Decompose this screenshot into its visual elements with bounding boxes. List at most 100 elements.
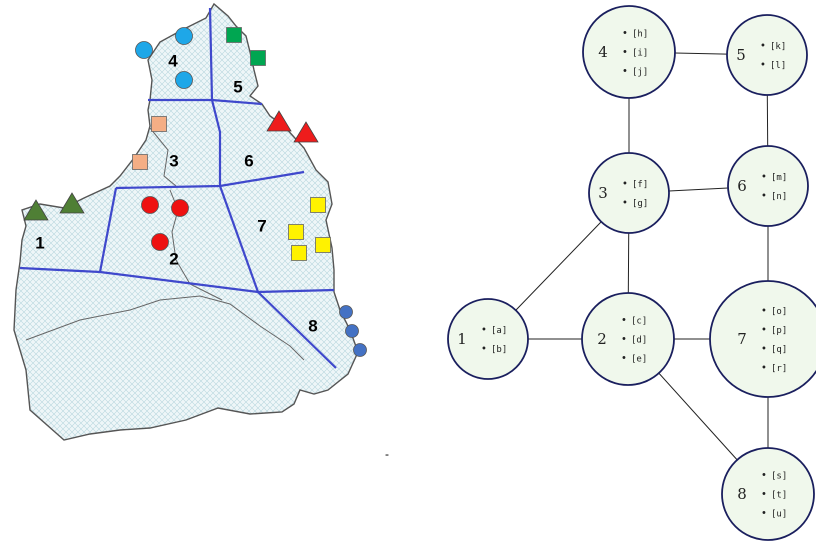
- graph-node-item: [i]: [632, 49, 648, 59]
- edge-4-5: [674, 52, 728, 55]
- region-3-square-marker: [151, 116, 167, 132]
- graph-node-item: [h]: [632, 30, 648, 40]
- graph-node-item: [k]: [770, 42, 786, 52]
- graph-node-3-number: 3: [598, 184, 608, 202]
- region-2-circle-marker: [141, 196, 159, 214]
- graph-node-item-bullet: •: [481, 325, 487, 336]
- graph-node-3: 3 • [f] • [g]: [588, 152, 670, 234]
- region-6-label: 6: [244, 151, 253, 170]
- graph-node-4-circle: [582, 5, 676, 99]
- graph-node-item-bullet: •: [622, 29, 628, 40]
- graph-node-4-number: 4: [598, 43, 608, 61]
- graph-node-4: 4 • [h] • [i] • [j]: [582, 5, 676, 99]
- graph-node-item: [m]: [771, 173, 787, 183]
- region-labels: 1 2 3 4 5 6 7 8: [35, 51, 317, 335]
- region-4-circle-marker: [175, 27, 193, 45]
- region-6-triangle-marker: [266, 110, 292, 132]
- graph-node-7: 7•[o]•[p]•[q]•[r]: [709, 280, 816, 398]
- graph-node-item-bullet: •: [761, 191, 767, 202]
- edge-1-3: [515, 221, 602, 311]
- region-5-square-marker: [250, 50, 266, 66]
- graph-node-item-bullet: •: [481, 344, 487, 355]
- graph-node-3-circle: [588, 152, 670, 234]
- region-7-square-marker: [288, 224, 304, 240]
- graph-node-5-number: 5: [736, 46, 746, 64]
- graph-node-item-bullet: •: [622, 198, 628, 209]
- edge-2-8: [658, 372, 738, 461]
- graph-node-item-bullet: •: [761, 363, 767, 374]
- graph-node-item-bullet: •: [761, 471, 767, 482]
- graph-node-8-circle: [721, 447, 815, 541]
- graph-node-item: [e]: [631, 355, 647, 365]
- graph-edges: [515, 52, 769, 461]
- graph-node-item: [d]: [631, 336, 647, 346]
- graph-node-item: [a]: [491, 326, 507, 336]
- graph-nodes: 1•[a]•[b]2•[c]•[d]•[e]3•[f]•[g]4•[h]•[i]…: [447, 5, 816, 541]
- graph-node-item: [g]: [632, 199, 648, 209]
- graph-node-item-bullet: •: [622, 67, 628, 78]
- graph-node-2-number: 2: [597, 330, 607, 348]
- graph-node-item: [u]: [771, 510, 787, 520]
- region-4-circle-marker: [175, 71, 193, 89]
- graph-node-item-bullet: •: [621, 335, 627, 346]
- graph-node-item-bullet: •: [761, 344, 767, 355]
- region-8-circle-marker: [345, 324, 359, 338]
- graph-node-item-bullet: •: [761, 306, 767, 317]
- graph-node-item: [r]: [771, 364, 787, 374]
- graph-node-1-circle: [447, 298, 529, 380]
- graph-node-item-bullet: •: [761, 325, 767, 336]
- map-internal-outline: [149, 127, 177, 187]
- region-1-label: 1: [35, 233, 44, 252]
- graph-node-8-number: 8: [737, 485, 747, 503]
- graph-node-item: [o]: [771, 307, 787, 317]
- graph-node-item-bullet: •: [761, 172, 767, 183]
- region-map: 1 2 3 4 5 6 7 8: [0, 0, 400, 543]
- graph-node-item: [p]: [771, 326, 787, 336]
- region-8-circle-marker: [353, 343, 367, 357]
- adjacency-graph: 1•[a]•[b]2•[c]•[d]•[e]3•[f]•[g]4•[h]•[i]…: [400, 0, 816, 543]
- region-5-label: 5: [233, 77, 242, 96]
- region-7-label: 7: [257, 216, 266, 235]
- stray-mark: -: [385, 447, 389, 461]
- graph-node-1: 1•[a]•[b]: [447, 298, 529, 380]
- graph-node-item: [c]: [631, 317, 647, 327]
- graph-node-6-number: 6: [737, 177, 747, 195]
- region-7-square-marker: [315, 237, 331, 253]
- graph-node-6-circle: [727, 145, 809, 227]
- region-borders: [19, 7, 337, 369]
- region-8-circle-marker: [339, 305, 353, 319]
- graph-node-7-number: 7: [737, 330, 747, 348]
- graph-node-item: [s]: [771, 472, 787, 482]
- graph-node-item: [f]: [632, 180, 648, 190]
- region-markers: [23, 27, 367, 357]
- edge-3-6: [668, 187, 729, 192]
- graph-node-item: [l]: [770, 61, 786, 71]
- region-1-triangle-marker: [23, 199, 49, 221]
- region-3-label: 3: [169, 151, 178, 170]
- region-2-circle-marker: [151, 233, 169, 251]
- region-map-canvas: 1 2 3 4 5 6 7 8: [13, 2, 367, 441]
- graph-node-2-circle: [581, 292, 675, 386]
- graph-node-6: 6 • [m] • [n]: [727, 145, 809, 227]
- region-5-square-marker: [226, 27, 242, 43]
- region-4-label: 4: [168, 51, 178, 70]
- region-8-label: 8: [308, 316, 317, 335]
- graph-node-item-bullet: •: [622, 179, 628, 190]
- graph-node-item-bullet: •: [760, 41, 766, 52]
- region-7-square-marker: [310, 197, 326, 213]
- graph-node-8: 8•[s]•[t]•[u]: [721, 447, 815, 541]
- adjacency-graph-canvas: 1•[a]•[b]2•[c]•[d]•[e]3•[f]•[g]4•[h]•[i]…: [447, 5, 816, 541]
- graph-node-7-circle: [709, 280, 816, 398]
- graph-node-item: [t]: [771, 491, 787, 501]
- graph-node-item-bullet: •: [622, 48, 628, 59]
- region-2-label: 2: [169, 249, 178, 268]
- graph-node-5: 5•[k]•[l]: [726, 14, 808, 96]
- graph-node-item: [n]: [771, 192, 787, 202]
- graph-node-item-bullet: •: [621, 316, 627, 327]
- region-3-square-marker: [132, 154, 148, 170]
- map-outline: [13, 2, 359, 441]
- graph-node-item: [j]: [632, 68, 648, 78]
- region-6-triangle-marker: [293, 121, 319, 143]
- region-2-circle-marker: [171, 199, 189, 217]
- map-internal-outline: [25, 295, 305, 361]
